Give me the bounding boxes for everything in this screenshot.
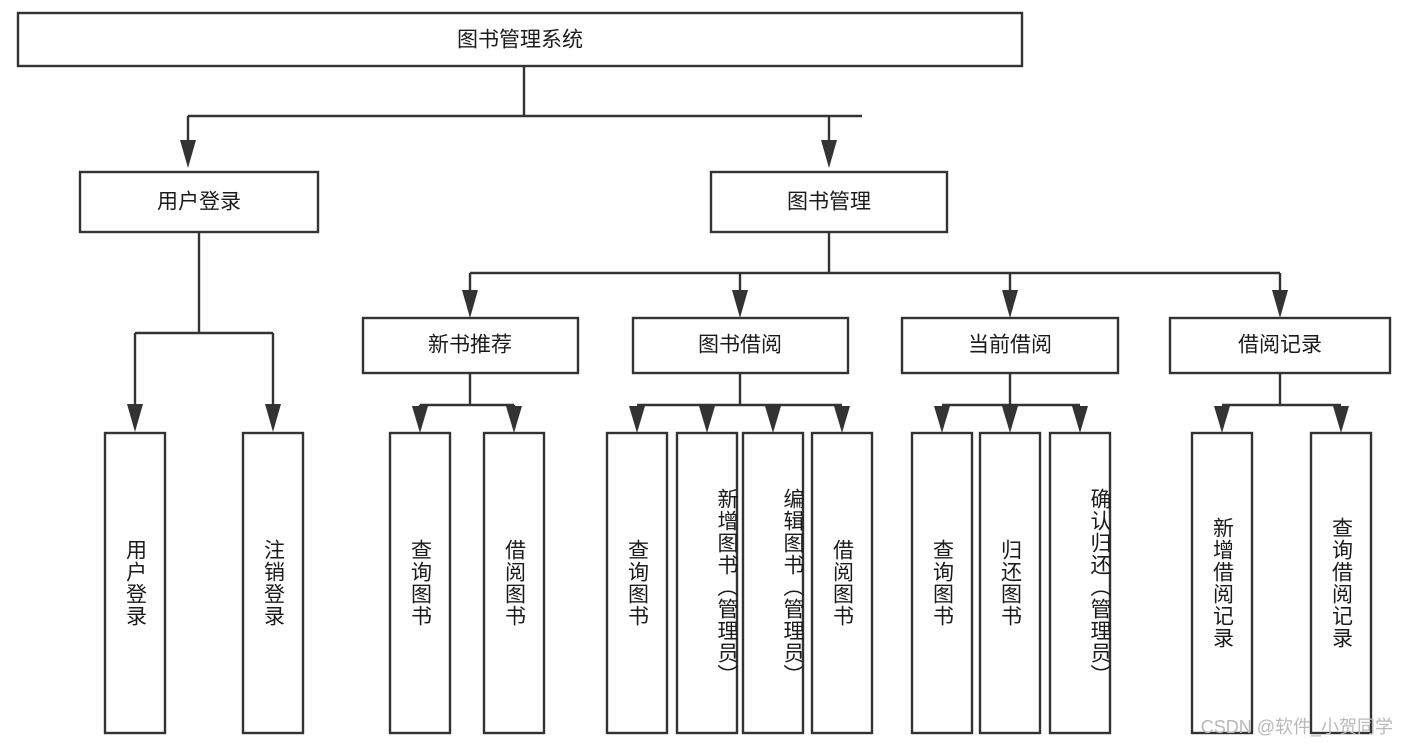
leaf-box-bb-3[interactable]: [741, 431, 805, 735]
node-borrow-record-label: 借阅记录: [1238, 334, 1322, 357]
connector-group-book-borrow: [629, 373, 850, 433]
leaf-box-cb-1[interactable]: [910, 431, 974, 735]
arrow-head-leaf-br-2: [1333, 406, 1349, 433]
connector-group-book-management: [462, 232, 1288, 318]
arrow-head-new-book-recommend: [462, 290, 478, 318]
arrow-head-leaf-cb-3: [1072, 406, 1088, 433]
node-book-borrow-box[interactable]: [631, 316, 850, 375]
node-book-borrow-label: 图书借阅: [698, 334, 782, 357]
leaf-box-cb-3[interactable]: [1048, 431, 1112, 735]
arrow-head-leaf-bb-1: [629, 406, 645, 433]
arrow-head-book-mgmt: [821, 140, 837, 168]
arrow-head-leaf-nbr-1: [412, 406, 428, 433]
arrow-head-user-login: [180, 140, 196, 168]
node-user-login-label: 用户登录: [157, 191, 241, 214]
leaf-group-new-book-recommend: [388, 431, 546, 735]
leaf-box-bb-1[interactable]: [605, 431, 669, 735]
arrow-head-book-borrow: [732, 290, 748, 318]
node-book-management[interactable]: 图书管理: [709, 170, 949, 234]
node-new-book-recommend-box[interactable]: [361, 316, 580, 375]
node-book-management-label: 图书管理: [787, 191, 871, 214]
arrow-head-leaf-bb-2: [699, 406, 715, 433]
arrow-head-leaf-user-login-2: [265, 404, 281, 432]
leaf-box-bb-2[interactable]: [675, 431, 739, 735]
connector-group-root: [180, 66, 862, 168]
arrow-head-leaf-bb-4: [834, 406, 850, 433]
leaf-group-book-borrow: [605, 431, 874, 735]
node-user-login[interactable]: 用户登录: [78, 170, 320, 234]
leaf-box-nbr-1[interactable]: [388, 431, 452, 735]
leaf-group-user-login: [103, 431, 305, 735]
node-current-borrow-label: 当前借阅: [968, 334, 1052, 357]
leaf-group-current-borrow: [910, 431, 1112, 735]
node-book-management-box[interactable]: [709, 170, 949, 234]
arrow-head-leaf-cb-2: [1002, 406, 1018, 433]
arrow-head-leaf-cb-1: [934, 406, 950, 433]
connector-group-current-borrow: [934, 373, 1088, 433]
csdn-watermark: CSDN @软件_小贺同学: [1200, 717, 1393, 737]
connector-group-user-login: [127, 232, 281, 432]
arrow-head-leaf-br-1: [1214, 406, 1230, 433]
arrow-head-borrow-record: [1272, 290, 1288, 318]
arrow-head-leaf-user-login-1: [127, 404, 143, 432]
leaf-box-cb-2[interactable]: [978, 431, 1042, 735]
node-root-box[interactable]: [16, 11, 1024, 68]
node-current-borrow-box[interactable]: [900, 316, 1120, 375]
node-root[interactable]: 图书管理系统: [16, 11, 1024, 68]
leaf-box-br-2[interactable]: [1309, 431, 1373, 735]
leaf-box-br-1[interactable]: [1190, 431, 1254, 735]
node-borrow-record[interactable]: 借阅记录: [1168, 316, 1392, 375]
node-new-book-recommend-label: 新书推荐: [428, 334, 512, 357]
node-root-label: 图书管理系统: [457, 29, 583, 52]
arrow-head-current-borrow: [1002, 290, 1018, 318]
leaf-box-user-login-1[interactable]: [103, 431, 167, 735]
node-new-book-recommend[interactable]: 新书推荐: [361, 316, 580, 375]
leaf-box-user-login-2[interactable]: [241, 431, 305, 735]
leaf-box-bb-4[interactable]: [810, 431, 874, 735]
leaf-box-nbr-2[interactable]: [482, 431, 546, 735]
connector-group-new-book-recommend: [412, 373, 522, 433]
node-borrow-record-box[interactable]: [1168, 316, 1392, 375]
arrow-head-leaf-bb-3: [765, 406, 781, 433]
arrow-head-leaf-nbr-2: [506, 406, 522, 433]
node-book-borrow[interactable]: 图书借阅: [631, 316, 850, 375]
node-current-borrow[interactable]: 当前借阅: [900, 316, 1120, 375]
connector-group-borrow-record: [1214, 373, 1349, 433]
leaf-group-borrow-record: [1190, 431, 1373, 735]
